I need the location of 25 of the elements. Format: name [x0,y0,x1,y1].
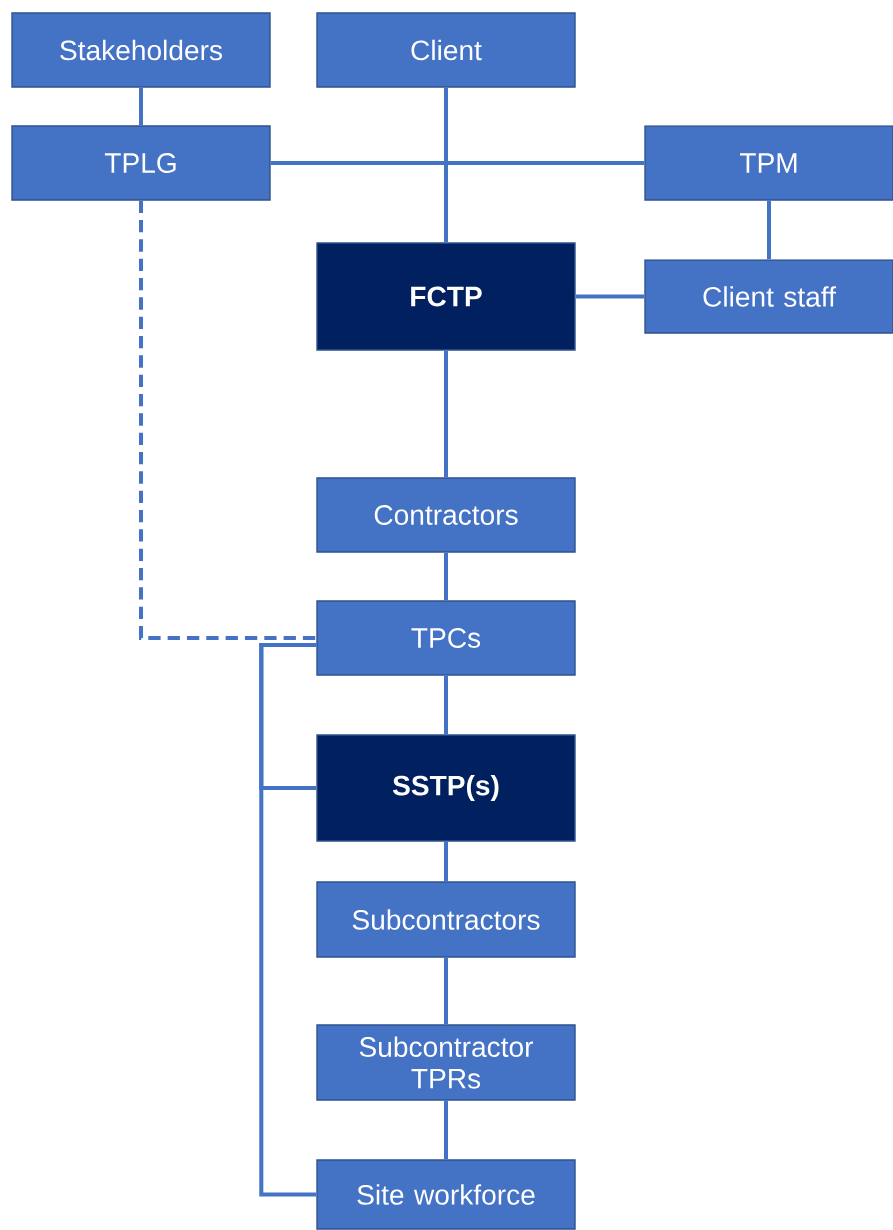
connector-line [444,675,448,735]
process-box: TPM [644,125,893,201]
process-box: Subcontractor TPRs [316,1024,576,1101]
process-box: SSTP(s) [316,734,576,842]
connector-line [444,87,448,243]
connector-line [444,552,448,601]
connector-line [444,1100,448,1160]
process-box: Site workforce [316,1159,576,1230]
connector-line [139,200,317,641]
connector-line [444,350,448,478]
process-box: Client staff [644,259,893,334]
process-box: TPLG [11,125,271,201]
connector-line [575,294,645,299]
process-box: Subcontractors [316,881,576,958]
connector-line [444,841,448,882]
process-box: TPCs [316,600,576,676]
process-box: Client [316,12,576,88]
process-box: FCTP [316,242,576,351]
connector-line [270,161,645,165]
connector-line [259,643,317,1197]
process-box: Contractors [316,477,576,553]
connector-line [444,957,448,1025]
connector-line [767,200,771,260]
process-box: Stakeholders [11,12,271,88]
connector-line [139,87,143,126]
